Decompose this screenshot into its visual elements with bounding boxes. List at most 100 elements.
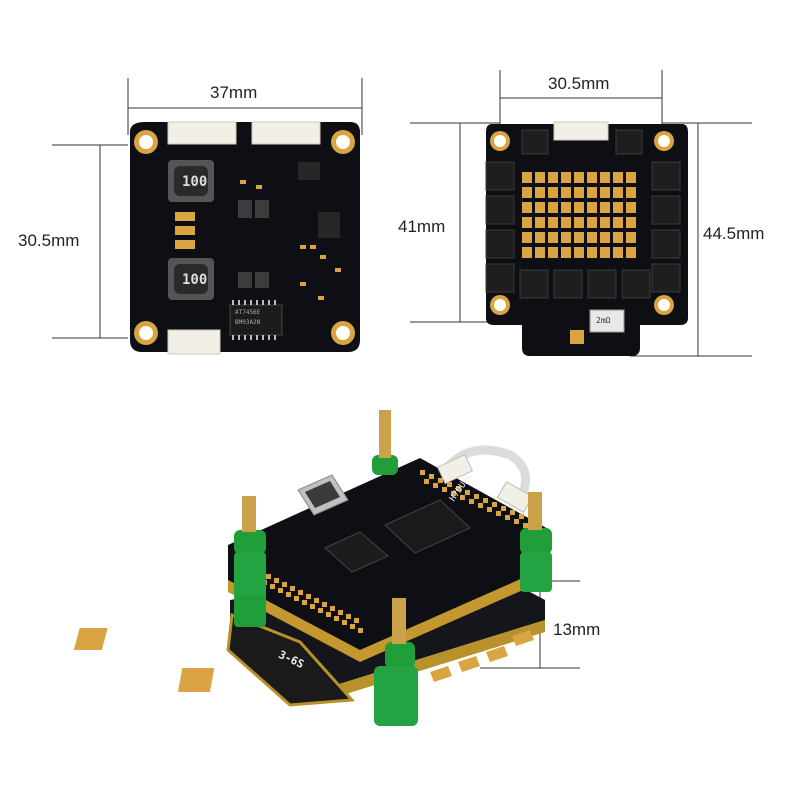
- solder-pad: [306, 594, 311, 599]
- solder-pad: [298, 590, 303, 595]
- solder-pad: [510, 510, 515, 515]
- solder-pad: [613, 232, 623, 243]
- solder-pad: [310, 604, 315, 609]
- solder-pad: [548, 232, 558, 243]
- solder-pad: [561, 217, 571, 228]
- solder-pad: [535, 187, 545, 198]
- solder-pad: [522, 172, 532, 183]
- solder-pad: [447, 482, 452, 487]
- solder-pad: [354, 618, 359, 623]
- solder-pad: [626, 247, 636, 258]
- solder-pad: [318, 608, 323, 613]
- solder-pad: [278, 588, 283, 593]
- solder-pad: [358, 628, 363, 633]
- solder-pad: [535, 172, 545, 183]
- inductor-bottom-label: 100: [182, 272, 208, 288]
- solder-pad: [600, 202, 610, 213]
- solder-pad: [438, 478, 443, 483]
- solder-pad: [626, 217, 636, 228]
- stack-assembly: [73, 410, 580, 726]
- solder-pad: [302, 600, 307, 605]
- solder-pad: [522, 217, 532, 228]
- solder-pad: [626, 172, 636, 183]
- solder-pad: [574, 217, 584, 228]
- solder-pad: [350, 624, 355, 629]
- mounting-hole-icon: [134, 130, 355, 345]
- solder-pad: [451, 491, 456, 496]
- solder-pad: [338, 610, 343, 615]
- flight-controller-board: [52, 78, 363, 355]
- solder-pad: [522, 247, 532, 258]
- solder-pad: [587, 187, 597, 198]
- solder-pad: [600, 217, 610, 228]
- solder-pad: [322, 602, 327, 607]
- solder-pad: [342, 620, 347, 625]
- solder-pad: [294, 596, 299, 601]
- solder-pad: [478, 503, 483, 508]
- solder-pad: [561, 187, 571, 198]
- solder-pad: [574, 172, 584, 183]
- solder-pad: [334, 616, 339, 621]
- esc-outer-height-label: 44.5mm: [703, 224, 765, 243]
- solder-pad: [574, 232, 584, 243]
- solder-pad: [535, 247, 545, 258]
- esc-pad-grid: [522, 172, 636, 258]
- esc-mount-label: 30.5mm: [548, 74, 610, 93]
- solder-pad: [600, 232, 610, 243]
- solder-pad: [274, 578, 279, 583]
- solder-pad: [561, 247, 571, 258]
- solder-pad: [483, 498, 488, 503]
- solder-pad: [613, 247, 623, 258]
- solder-pad: [282, 582, 287, 587]
- solder-pad: [600, 187, 610, 198]
- solder-pad: [587, 172, 597, 183]
- solder-pad: [420, 470, 425, 475]
- solder-pad: [522, 202, 532, 213]
- solder-pad: [548, 172, 558, 183]
- solder-pad: [574, 187, 584, 198]
- fc-width-label: 37mm: [210, 83, 258, 102]
- chip-code-2: BM03A2N: [235, 319, 261, 326]
- solder-pad: [469, 499, 474, 504]
- esc-part-label: 2mΩ: [596, 316, 611, 325]
- solder-pad: [535, 232, 545, 243]
- esc-board: [410, 70, 752, 357]
- solder-pad: [424, 479, 429, 484]
- esc-inner-height-label: 41mm: [398, 217, 446, 236]
- solder-pad: [505, 515, 510, 520]
- fc-mount-label: 30.5mm: [18, 231, 80, 250]
- solder-pad: [561, 202, 571, 213]
- solder-pad: [626, 232, 636, 243]
- solder-pad: [514, 519, 519, 524]
- solder-pad: [613, 202, 623, 213]
- solder-pad: [522, 187, 532, 198]
- solder-pad: [548, 247, 558, 258]
- solder-pad: [456, 486, 461, 491]
- standoff-icon: [234, 410, 552, 726]
- solder-pad: [561, 232, 571, 243]
- stack-height-label: 13mm: [553, 620, 601, 639]
- solder-pad: [613, 187, 623, 198]
- solder-pad: [587, 247, 597, 258]
- solder-pad: [548, 202, 558, 213]
- solder-pad: [600, 172, 610, 183]
- inductor-top-label: 100: [182, 174, 208, 190]
- solder-pad: [442, 487, 447, 492]
- solder-pad: [290, 586, 295, 591]
- solder-pad: [535, 202, 545, 213]
- solder-pad: [600, 247, 610, 258]
- solder-pad: [519, 514, 524, 519]
- solder-pad: [574, 202, 584, 213]
- solder-pad: [587, 217, 597, 228]
- solder-pad: [561, 172, 571, 183]
- solder-pad: [433, 483, 438, 488]
- solder-pad: [501, 506, 506, 511]
- solder-pad: [270, 584, 275, 589]
- solder-pad: [587, 202, 597, 213]
- solder-pad: [523, 523, 528, 528]
- solder-pad: [548, 187, 558, 198]
- solder-pad: [574, 247, 584, 258]
- solder-pad: [286, 592, 291, 597]
- solder-pad: [429, 474, 434, 479]
- solder-pad: [613, 172, 623, 183]
